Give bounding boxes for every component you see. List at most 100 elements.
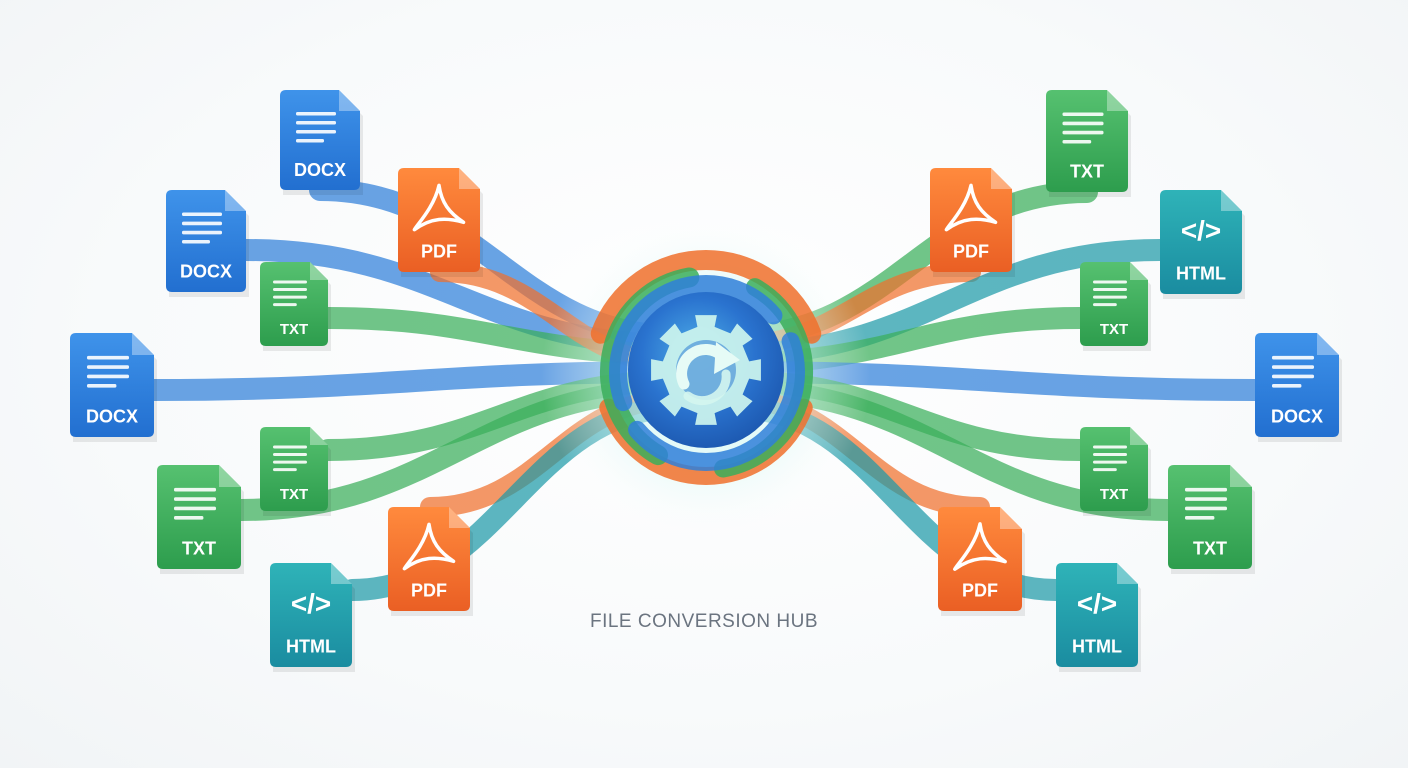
file-fold bbox=[1000, 507, 1022, 529]
file-type-label: TXT bbox=[280, 486, 308, 503]
file-body bbox=[1056, 563, 1138, 667]
doc-lines-icon bbox=[273, 453, 307, 457]
file-type-label: PDF bbox=[411, 580, 447, 600]
file-icon-html: </> HTML bbox=[1056, 563, 1141, 672]
file-icon-pdf: PDF bbox=[398, 168, 483, 277]
doc-lines-icon bbox=[1185, 497, 1227, 501]
doc-lines-icon bbox=[174, 515, 204, 520]
doc-lines-icon bbox=[1093, 445, 1127, 449]
doc-lines-icon bbox=[1185, 487, 1227, 492]
file-icon-txt: TXT bbox=[157, 465, 244, 574]
file-fold bbox=[1317, 333, 1339, 355]
file-icon-html: </> HTML bbox=[270, 563, 355, 672]
file-type-label: TXT bbox=[1193, 538, 1227, 558]
file-icon-docx: DOCX bbox=[280, 90, 363, 195]
file-type-label: TXT bbox=[1100, 486, 1128, 503]
file-type-label: HTML bbox=[286, 636, 336, 656]
doc-lines-icon bbox=[273, 288, 307, 292]
doc-lines-icon bbox=[87, 355, 129, 360]
file-icon-txt: TXT bbox=[260, 262, 331, 351]
file-icon-docx: DOCX bbox=[70, 333, 157, 442]
doc-lines-icon bbox=[1272, 355, 1314, 360]
file-fold bbox=[1117, 563, 1138, 584]
doc-lines-icon bbox=[1272, 365, 1314, 369]
hub-swirl bbox=[628, 332, 805, 471]
doc-lines-icon bbox=[182, 212, 222, 217]
file-fold bbox=[310, 262, 328, 280]
file-fold bbox=[339, 90, 360, 111]
file-type-label: HTML bbox=[1176, 263, 1226, 283]
file-icon-txt: TXT bbox=[260, 427, 331, 516]
doc-lines-icon bbox=[182, 221, 222, 226]
file-icon-html: </> HTML bbox=[1160, 190, 1245, 299]
doc-lines-icon bbox=[1062, 130, 1104, 135]
doc-lines-icon bbox=[1093, 295, 1127, 299]
doc-lines-icon bbox=[182, 239, 210, 244]
doc-lines-icon bbox=[1062, 139, 1092, 144]
doc-lines-icon bbox=[296, 130, 336, 134]
doc-lines-icon bbox=[1093, 460, 1127, 464]
hub-swirls bbox=[590, 250, 822, 485]
doc-lines-icon bbox=[174, 487, 216, 492]
doc-lines-icon bbox=[273, 460, 307, 464]
file-icon-docx: DOCX bbox=[166, 190, 249, 297]
file-fold bbox=[219, 465, 241, 487]
doc-lines-icon bbox=[1185, 506, 1227, 511]
doc-lines-icon bbox=[174, 497, 216, 501]
conversion-hub bbox=[541, 210, 871, 540]
doc-lines-icon bbox=[1093, 280, 1127, 284]
file-fold bbox=[991, 168, 1012, 189]
acrobat-icon bbox=[402, 522, 456, 571]
doc-lines-icon bbox=[87, 374, 129, 379]
doc-lines-icon bbox=[1093, 453, 1127, 457]
doc-lines-icon bbox=[273, 295, 307, 299]
file-type-label: DOCX bbox=[294, 160, 346, 180]
doc-lines-icon bbox=[1093, 303, 1117, 307]
file-type-label: TXT bbox=[1100, 321, 1128, 338]
doc-lines-icon bbox=[296, 121, 336, 125]
file-icon-txt: TXT bbox=[1080, 427, 1151, 516]
file-icon-pdf: PDF bbox=[930, 168, 1015, 277]
acrobat-icon bbox=[953, 522, 1007, 571]
file-fold bbox=[449, 507, 470, 528]
doc-lines-icon bbox=[1093, 468, 1117, 472]
doc-lines-icon bbox=[273, 280, 307, 284]
file-type-label: TXT bbox=[1070, 162, 1104, 182]
hub-swirl bbox=[609, 275, 783, 412]
code-brackets-icon: </> bbox=[291, 588, 331, 619]
file-icon-pdf: PDF bbox=[388, 507, 473, 616]
file-type-label: DOCX bbox=[180, 262, 232, 282]
file-icon-txt: TXT bbox=[1080, 262, 1151, 351]
file-type-label: TXT bbox=[182, 538, 216, 558]
doc-lines-icon bbox=[296, 112, 336, 116]
doc-lines-icon bbox=[87, 383, 117, 388]
file-fold bbox=[1230, 465, 1252, 487]
file-type-label: PDF bbox=[953, 241, 989, 261]
code-brackets-icon: </> bbox=[1181, 215, 1221, 246]
gear-convert-icon bbox=[651, 315, 761, 425]
file-type-label: TXT bbox=[280, 321, 308, 338]
file-fold bbox=[1130, 427, 1148, 445]
file-icon-txt: TXT bbox=[1168, 465, 1255, 574]
doc-lines-icon bbox=[1062, 112, 1104, 117]
file-type-label: HTML bbox=[1072, 636, 1122, 656]
file-fold bbox=[132, 333, 154, 355]
file-type-label: PDF bbox=[421, 241, 457, 261]
file-icon-pdf: PDF bbox=[938, 507, 1025, 616]
doc-lines-icon bbox=[1185, 515, 1215, 520]
file-fold bbox=[459, 168, 480, 189]
file-fold bbox=[310, 427, 328, 445]
doc-lines-icon bbox=[1093, 288, 1127, 292]
file-icon-txt: TXT bbox=[1046, 90, 1131, 197]
hub-swirl bbox=[590, 250, 822, 344]
doc-lines-icon bbox=[87, 365, 129, 369]
doc-lines-icon bbox=[1062, 121, 1104, 126]
file-icons: DOCX DOCX TXT PDF DOCX TXT TXT PDF </> HTML TXT PDF… bbox=[70, 90, 1342, 672]
file-icon-docx: DOCX bbox=[1255, 333, 1342, 442]
code-brackets-icon: </> bbox=[1077, 588, 1117, 619]
doc-lines-icon bbox=[182, 230, 222, 235]
file-body bbox=[1160, 190, 1242, 294]
doc-lines-icon bbox=[296, 139, 324, 143]
doc-lines-icon bbox=[174, 506, 216, 511]
file-fold bbox=[225, 190, 246, 211]
